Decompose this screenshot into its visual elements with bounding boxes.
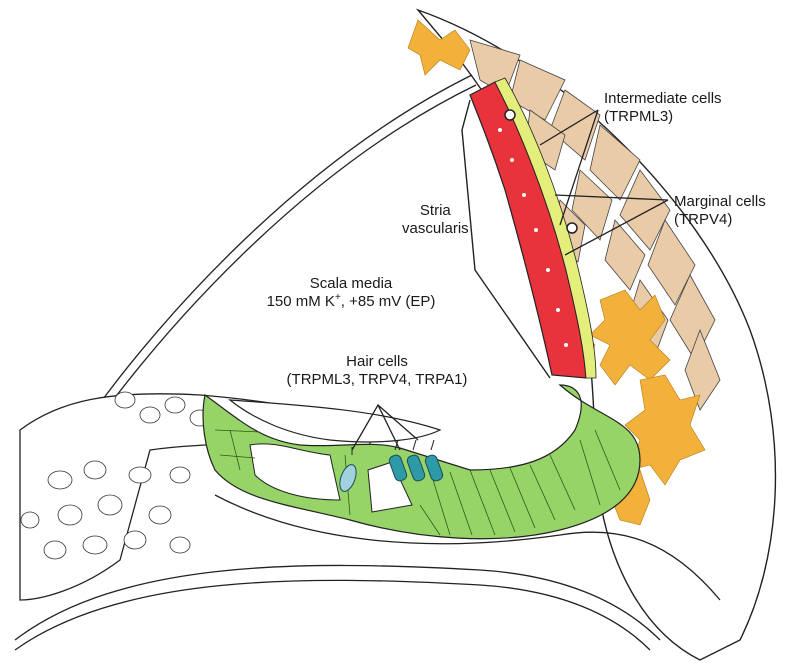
- scala-media-detail: 150 mM K+, +85 mV (EP): [236, 293, 466, 311]
- marginal-cells-title: Marginal cells: [674, 193, 766, 211]
- scala-media-detail-post: , +85 mV (EP): [341, 293, 436, 310]
- capillary: [567, 223, 577, 233]
- capillary: [505, 110, 515, 120]
- stria-vascularis-label: Stria vascularis: [402, 202, 469, 238]
- intermediate-cells-label: Intermediate cells (TRPML3): [604, 90, 722, 126]
- scala-media-label: Scala media 150 mM K+, +85 mV (EP): [236, 275, 466, 311]
- marginal-cells-channel: (TRPV4): [674, 211, 766, 229]
- scala-media-title: Scala media: [236, 275, 466, 293]
- stria-line-1: Stria: [402, 202, 469, 220]
- hair-cells-channels: (TRPML3, TRPV4, TRPA1): [262, 371, 492, 389]
- outer-hair-cells: [388, 454, 444, 483]
- scala-media-detail-pre: 150 mM K: [267, 293, 335, 310]
- stria-line-2: vascularis: [402, 220, 469, 238]
- marginal-cells-label: Marginal cells (TRPV4): [674, 193, 766, 229]
- hair-cells-title: Hair cells: [262, 353, 492, 371]
- intermediate-cells-title: Intermediate cells: [604, 90, 722, 108]
- intermediate-cells-channel: (TRPML3): [604, 108, 722, 126]
- hair-cells-label: Hair cells (TRPML3, TRPV4, TRPA1): [262, 353, 492, 389]
- lower-boundary: [15, 565, 660, 640]
